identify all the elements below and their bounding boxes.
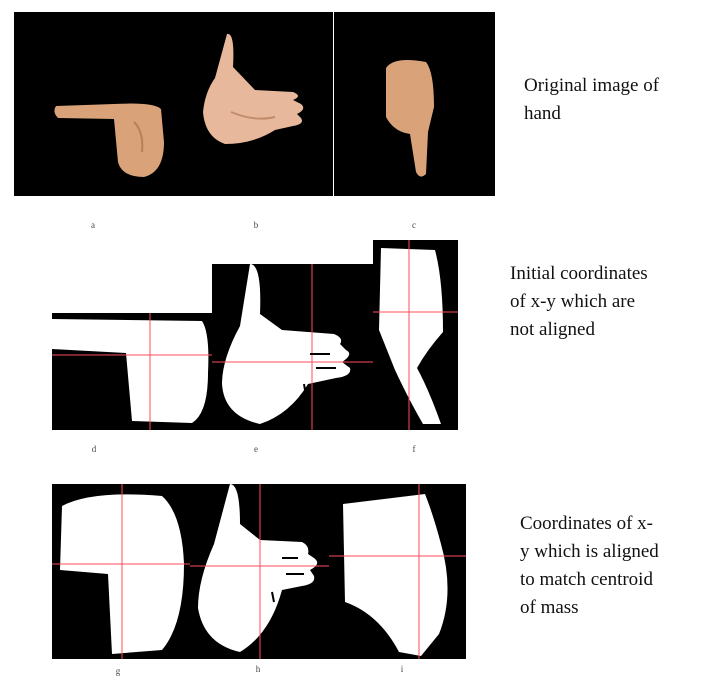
row1-caption: Original image of hand: [524, 72, 659, 128]
panel-f-silhouette-unaligned: [373, 240, 458, 430]
panel-c-label: c: [404, 220, 424, 230]
pointing-hand-silhouette-aligned: [52, 484, 190, 659]
row2-caption: Initial coordinates of x-y which are not…: [510, 260, 648, 344]
panel-g-label: g: [108, 666, 128, 676]
panel-e-silhouette-unaligned: [212, 264, 373, 430]
thumb-down-silhouette-aligned: [329, 484, 466, 659]
open-hand-silhouette-aligned: [190, 484, 329, 659]
panel-d-label: d: [84, 444, 104, 454]
pointing-hand-silhouette: [52, 313, 212, 430]
thumb-down-photo: [334, 12, 495, 196]
panel-b-original-open-hand: [175, 12, 333, 196]
panel-i-silhouette-aligned: [329, 484, 466, 659]
thumb-down-silhouette: [373, 240, 458, 430]
open-hand-silhouette: [212, 264, 373, 430]
panel-f-label: f: [404, 444, 424, 454]
panel-i-label: i: [392, 664, 412, 674]
panel-c-original-thumb-down: [334, 12, 495, 196]
panel-h-silhouette-aligned: [190, 484, 329, 659]
panel-b-label: b: [246, 220, 266, 230]
panel-d-silhouette-unaligned: [52, 313, 212, 430]
pointing-hand-photo: [14, 12, 175, 196]
panel-h-label: h: [248, 664, 268, 674]
panel-a-label: a: [83, 220, 103, 230]
panel-g-silhouette-aligned: [52, 484, 190, 659]
panel-e-label: e: [246, 444, 266, 454]
row3-caption: Coordinates of x- y which is aligned to …: [520, 510, 659, 622]
panel-a-original-pointing-hand: [14, 12, 175, 196]
open-hand-photo: [175, 12, 333, 196]
